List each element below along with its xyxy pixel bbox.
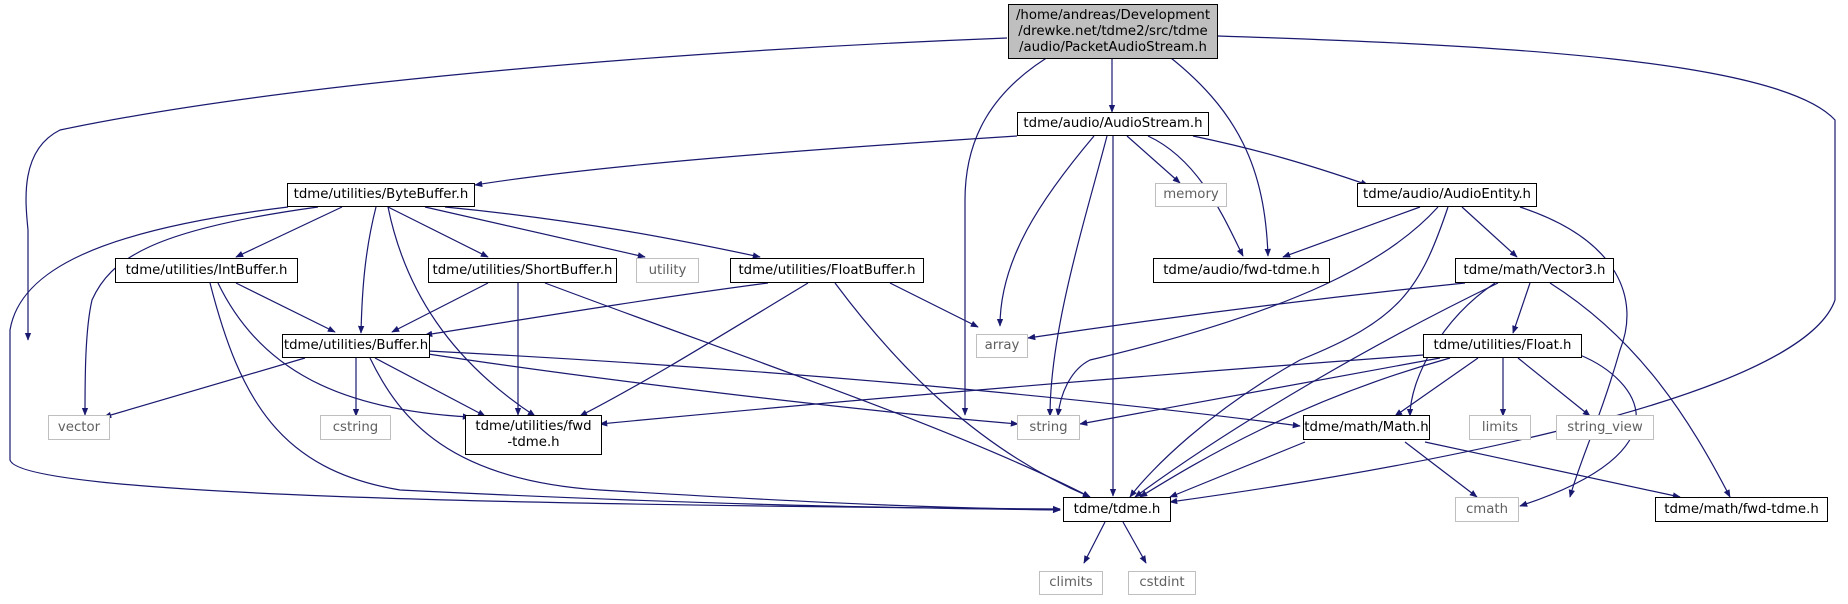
node-cstring: cstring [320,415,391,440]
node-utilities-fwd-tdme: tdme/utilities/fwd -tdme.h [465,415,602,455]
edge-vector3-array [1027,282,1466,341]
node-math-fwd-tdme: tdme/math/fwd-tdme.h [1655,497,1828,522]
edge-intbuffer-utilitiesfwd [217,282,471,420]
edge-intbuffer-tdme [209,282,1061,514]
node-packetaudiostream: /home/andreas/Development /drewke.net/td… [1008,4,1218,59]
node-intbuffer: tdme/utilities/IntBuffer.h [115,258,298,283]
node-cmath: cmath [1455,497,1519,522]
edge-buffer-utilitiesfwd [374,357,486,417]
edge-buffer-string [427,353,1019,427]
edge-root-string [961,50,1059,416]
node-string-view: string_view [1556,415,1654,440]
node-float: tdme/utilities/Float.h [1423,334,1582,358]
edge-audiostream-memory [1126,135,1181,184]
edge-buffer-vector [103,357,306,419]
node-vector: vector [48,415,110,440]
edge-bytebuffer-tdme [9,206,1061,513]
node-limits: limits [1469,415,1531,440]
edge-math-cmath [1404,441,1478,498]
edge-float-tdme [1139,357,1451,498]
edge-tdme-cstdint [1122,521,1147,564]
node-math: tdme/math/Math.h [1303,415,1430,440]
edge-audioentity-audiofwd [1282,206,1421,258]
edge-root-tdme [1169,35,1836,505]
node-bytebuffer: tdme/utilities/ByteBuffer.h [287,183,475,207]
node-string: string [1017,415,1080,440]
edge-root-audiofwd [1161,50,1271,257]
edge-vector3-mathfwd [1549,282,1731,498]
edge-float-utilitiesfwd [599,354,1424,427]
edge-buffer-math [427,350,1301,429]
node-cstdint: cstdint [1128,571,1196,595]
node-vector3: tdme/math/Vector3.h [1455,258,1614,283]
edge-intbuffer-buffer [235,282,336,333]
node-buffer: tdme/utilities/Buffer.h [282,334,430,358]
edge-shortbuffer-buffer [391,282,489,333]
edge-tdme-climits [1083,521,1106,564]
edge-audioentity-tdme [1129,206,1449,498]
edge-float-stringview [1517,357,1591,417]
edge-floatbuffer-array [889,282,979,328]
edge-floatbuffer-buffer [424,282,769,338]
edge-floatbuffer-tdme [834,282,1091,498]
node-audiostream: tdme/audio/AudioStream.h [1017,112,1209,136]
edge-buffer-tdme [369,357,1061,514]
edge-float-string [1079,357,1441,426]
edge-audioentity-vector3 [1461,206,1518,258]
edge-audiostream-audioentity [1192,135,1369,186]
edge-math-mathfwd [1424,441,1681,499]
edge-vector3-tdme [1134,282,1499,498]
node-tdme: tdme/tdme.h [1063,497,1171,522]
edge-audiostream-array [996,135,1095,327]
edge-bytebuffer-shortbuffer [387,206,489,258]
edge-shortbuffer-tdme [544,282,1091,498]
node-floatbuffer: tdme/utilities/FloatBuffer.h [730,258,924,283]
edge-math-tdme [1169,441,1306,498]
edge-audiostream-bytebuffer [474,135,1018,188]
node-audio-fwd-tdme: tdme/audio/fwd-tdme.h [1153,258,1330,283]
edge-audiostream-string [1046,135,1108,417]
node-shortbuffer: tdme/utilities/ShortBuffer.h [428,258,617,283]
edge-audioentity-string [1055,206,1439,417]
edge-bytebuffer-utilitiesfwd [387,206,536,417]
edge-floatbuffer-utilitiesfwd [579,282,809,417]
edge-bytebuffer-floatbuffer [444,206,761,259]
edge-vector3-float [1512,282,1531,334]
node-audioentity: tdme/audio/AudioEntity.h [1357,183,1537,207]
node-memory: memory [1155,183,1227,207]
edge-bytebuffer-utility [424,206,646,259]
edge-bytebuffer-buffer [357,206,377,334]
edge-float-math [1394,357,1479,417]
edge-bytebuffer-vector [81,206,319,416]
node-utility: utility [636,258,699,283]
edge-bytebuffer-intbuffer [235,206,343,258]
node-climits: climits [1039,571,1103,595]
edge-audioentity-mathfwd [1519,206,1628,498]
node-array: array [976,334,1028,358]
edge-root-vector [24,37,1008,341]
